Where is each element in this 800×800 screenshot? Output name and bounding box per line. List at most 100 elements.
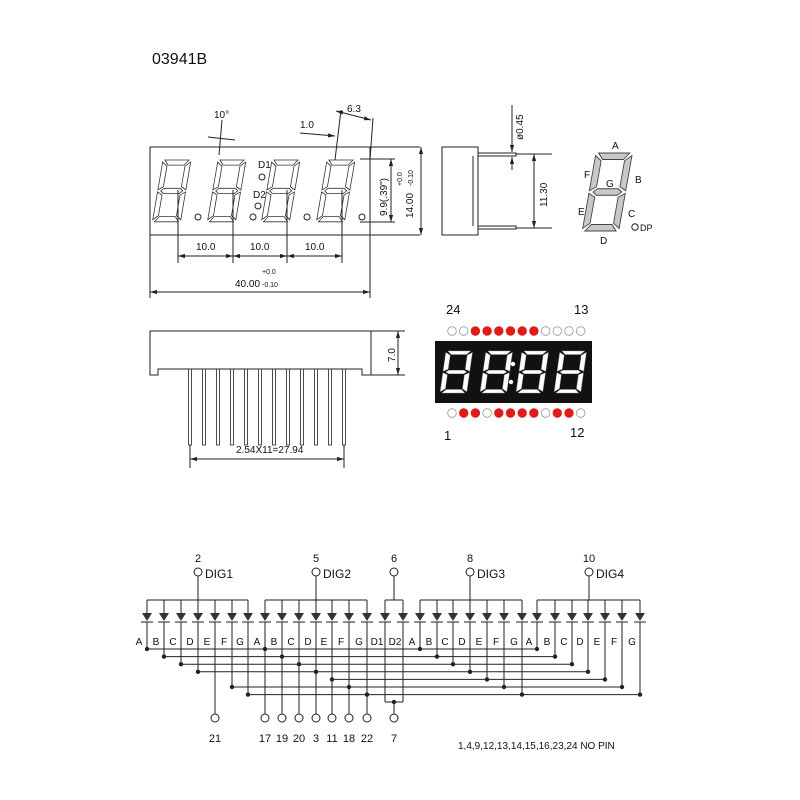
segment-b: [289, 161, 301, 191]
pin-number: 5: [313, 553, 319, 565]
pin-present: [564, 408, 574, 418]
pin-present: [482, 326, 492, 336]
segment-e: [553, 372, 562, 392]
pin-lead: [314, 368, 318, 446]
pin-lead: [216, 368, 220, 446]
pin-present: [494, 326, 504, 336]
diode-icon: [398, 613, 408, 621]
bottom-pins: [188, 368, 346, 446]
junction-dot: [161, 654, 167, 659]
diode-icon: [260, 613, 270, 621]
pin-lead: [244, 368, 248, 446]
diode-icon: [567, 613, 577, 621]
pin-present: [459, 408, 469, 418]
front-digit-3: [261, 159, 301, 223]
segment-a: [523, 350, 548, 355]
segment-d: [153, 216, 180, 223]
junction-dot: [484, 677, 490, 682]
height-tol-minus: -0.10: [408, 170, 415, 186]
pin-number: 8: [467, 553, 473, 565]
pin-number: 10: [583, 553, 595, 565]
pin-number: 11: [326, 733, 337, 745]
pin-absent: [564, 326, 574, 336]
diode-icon: [243, 613, 253, 621]
segment-g: [445, 370, 468, 374]
diode-icon: [583, 613, 593, 621]
segment-g: [215, 187, 239, 194]
d2-label: D2: [253, 190, 266, 201]
diode-icon: [465, 613, 475, 621]
segment-c: [462, 372, 470, 392]
segment-a: [328, 159, 354, 166]
decimal-point: [303, 213, 311, 221]
segment-c: [502, 372, 510, 392]
segment-e: [479, 372, 488, 392]
angle-label: 10°: [214, 110, 229, 121]
pin-number: 7: [391, 733, 397, 745]
display-digits: [439, 350, 587, 394]
pin-number: 3: [313, 733, 319, 745]
seg-dp-label: DP: [640, 223, 653, 233]
pin-terminal: [465, 567, 475, 577]
segment-label: G: [628, 637, 636, 648]
pin-lead: [272, 368, 276, 446]
diode-icon: [617, 613, 627, 621]
pin-lead: [202, 368, 206, 446]
segment-e: [207, 191, 218, 221]
segment-d: [481, 389, 506, 394]
segment-a: [561, 350, 586, 355]
segment-label: D2: [389, 637, 402, 648]
pin-number: 18: [343, 733, 355, 745]
segment-b: [344, 161, 356, 191]
segment-label: G: [355, 637, 363, 648]
pin-number: 2: [195, 553, 201, 565]
pin-lead: [230, 368, 234, 446]
junction-dot: [450, 662, 456, 667]
segment-label: F: [493, 637, 499, 648]
dp-circle: [631, 223, 639, 231]
digit-label: DIG3: [477, 567, 505, 581]
segment-b: [180, 161, 192, 191]
segment-d: [317, 216, 344, 223]
pin-absent: [552, 326, 563, 336]
segment-diagram-digit: [582, 152, 633, 232]
segment-g: [559, 370, 582, 374]
segment-g: [324, 187, 348, 194]
segment-label: C: [287, 637, 294, 648]
junction-dot: [519, 692, 525, 697]
pin-present: [494, 408, 504, 418]
pin-number: 19: [276, 733, 288, 745]
d2-dot: [254, 202, 262, 210]
segment-label: D: [576, 637, 583, 648]
seg-c-label: C: [628, 209, 635, 220]
junction-dot: [417, 646, 423, 652]
seg-g-label: G: [606, 179, 614, 190]
segment-d: [208, 216, 235, 223]
segment-c: [340, 191, 351, 221]
pin-terminal: [210, 713, 220, 723]
segment-g: [592, 188, 623, 196]
depth-label: 7.0: [387, 348, 398, 362]
digit-height-tol: +0.0: [397, 172, 404, 186]
pin-lead: [188, 368, 192, 446]
segment-label: D1: [371, 637, 384, 648]
segment-f: [321, 161, 332, 191]
segment-f: [518, 352, 527, 372]
pin-present: [517, 408, 527, 418]
segment-g: [160, 187, 184, 194]
segment-c: [538, 372, 546, 392]
segment-b: [579, 352, 587, 372]
segment-d: [583, 224, 617, 232]
pin-span-label: 2.54X11=27.94: [236, 445, 304, 456]
pin-absent: [447, 408, 457, 418]
pin-number: 21: [209, 733, 221, 745]
segment-a: [164, 159, 190, 166]
junction-dot: [602, 677, 608, 682]
junction-dot: [434, 654, 440, 659]
segment-e: [582, 192, 596, 230]
segment-g: [521, 370, 544, 374]
segment-a: [219, 159, 245, 166]
diode-icon: [482, 613, 492, 621]
pin-terminal: [260, 713, 270, 723]
